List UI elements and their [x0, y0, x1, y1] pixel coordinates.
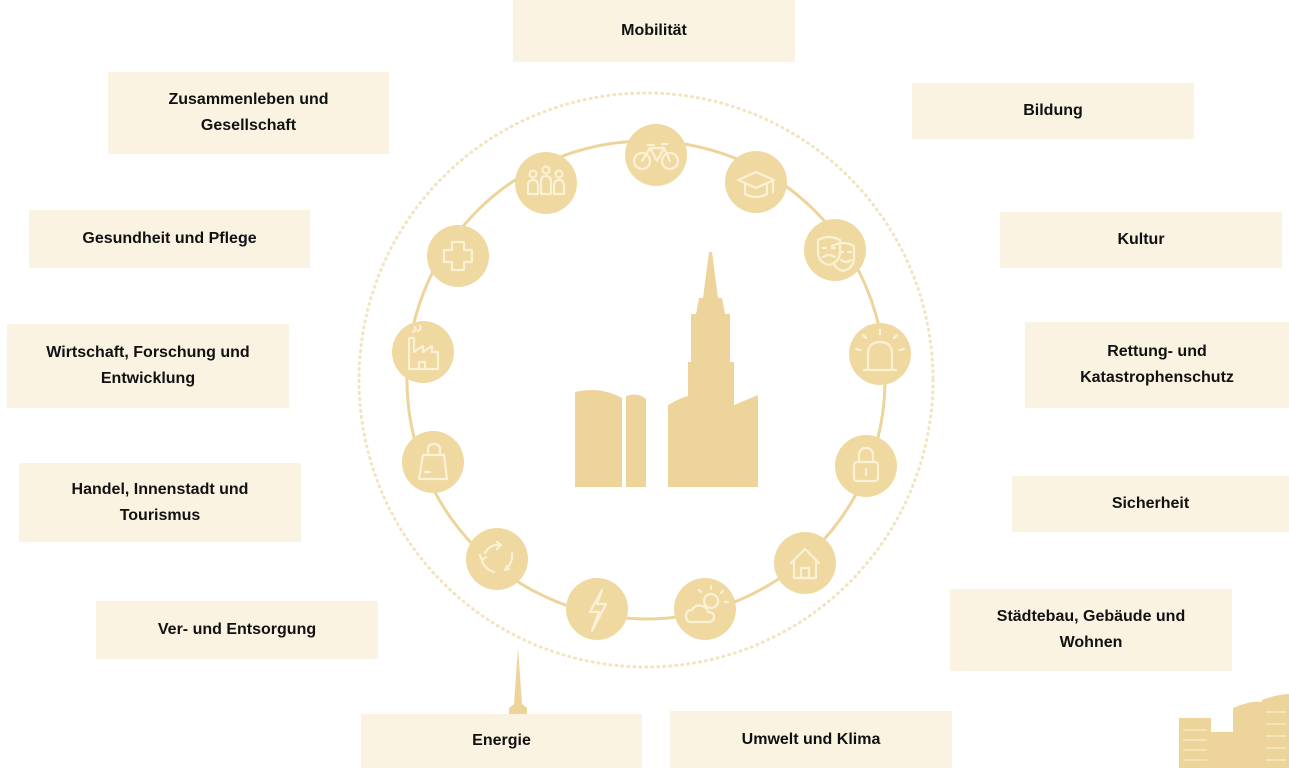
topic-sicherheit-label: Sicherheit [1111, 495, 1190, 513]
topic-handel-label: Handel, Innenstadt und Tourismus [71, 480, 249, 524]
topic-staedtebau-label: Städtebau, Gebäude und Wohnen [996, 608, 1186, 651]
topic-kultur-label: Kultur [1117, 231, 1165, 249]
topic-mobilitaet-label: Mobilität [621, 22, 687, 40]
topic-rettung: Rettung- und Katastrophenschutz [1025, 322, 1289, 408]
topic-energie-label: Energie [472, 732, 531, 750]
cathedral-silhouette-icon [575, 252, 758, 487]
sun-cloud-icon [674, 578, 736, 640]
topic-wirtschaft-label: Wirtschaft, Forschung und Entwicklung [46, 344, 250, 387]
topic-mobilitaet: Mobilität [513, 0, 795, 62]
topic-kultur: Kultur [1000, 212, 1282, 268]
topic-umwelt-label: Umwelt und Klima [741, 730, 881, 748]
lightning-icon [566, 578, 628, 640]
medical-cross-icon [427, 225, 489, 287]
topic-rettung-label: Rettung- und Katastrophenschutz [1080, 343, 1234, 386]
graduation-cap-icon [725, 151, 787, 213]
topic-umwelt: Umwelt und Klima [670, 711, 952, 768]
topic-sicherheit: Sicherheit [1012, 476, 1289, 532]
topic-gesundheit: Gesundheit und Pflege [29, 210, 310, 268]
topic-staedtebau: Städtebau, Gebäude und Wohnen [950, 589, 1232, 671]
topic-bildung: Bildung [912, 83, 1194, 139]
outer-dotted-ring [357, 91, 935, 669]
topic-bildung-label: Bildung [1023, 102, 1083, 120]
topic-wirtschaft: Wirtschaft, Forschung und Entwicklung [7, 324, 289, 408]
recycle-icon [466, 528, 528, 590]
topic-handel: Handel, Innenstadt und Tourismus [19, 463, 301, 542]
topic-versorgung: Ver- und Entsorgung [96, 601, 378, 659]
siren-icon [849, 323, 911, 385]
topic-zusammenleben-label: Zusammenleben und Gesellschaft [168, 91, 329, 134]
topic-energie: Energie [361, 714, 642, 768]
buildings-silhouette-icon [1179, 694, 1289, 768]
topic-zusammenleben: Zusammenleben und Gesellschaft [108, 72, 389, 154]
theater-masks-icon [804, 219, 866, 281]
bicycle-icon [625, 124, 687, 186]
factory-icon [392, 321, 454, 383]
people-icon [515, 152, 577, 214]
topic-gesundheit-label: Gesundheit und Pflege [82, 230, 257, 248]
topic-versorgung-label: Ver- und Entsorgung [157, 621, 317, 639]
house-icon [774, 532, 836, 594]
padlock-icon [835, 435, 897, 497]
shopping-bag-icon [402, 431, 464, 493]
